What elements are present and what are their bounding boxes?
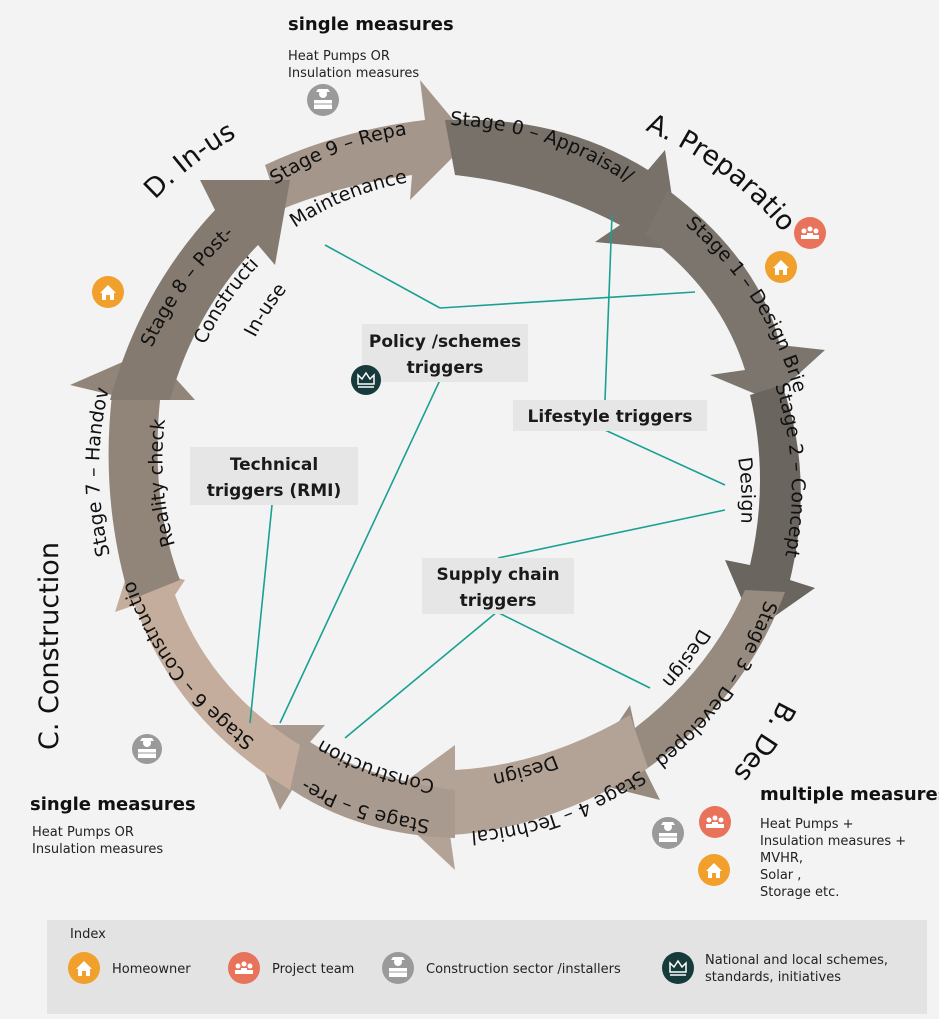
project-team-icon — [699, 806, 731, 838]
phase-d-label: D. In-use — [0, 0, 241, 205]
arrow-stage-0 — [445, 119, 680, 250]
homeowner-icon — [698, 854, 730, 886]
arrow-stage-7 — [70, 350, 195, 600]
cycle-ring — [70, 80, 825, 870]
policy-trigger-line-1: Policy /schemes — [369, 332, 521, 352]
connector-line — [344, 611, 498, 739]
index-legend-box — [47, 920, 927, 1014]
arrow-stage-9 — [265, 80, 470, 210]
connector-line — [324, 244, 441, 309]
crown-icon — [351, 365, 381, 395]
supply-chain-trigger-line-1: Supply chain — [436, 565, 559, 585]
left-note-line-1: Heat Pumps OR — [32, 825, 134, 840]
project-team-icon — [228, 952, 260, 984]
right-multiple-measures-note: multiple measures Heat Pumps + Insulatio… — [760, 784, 939, 900]
index-legend: Index Homeowner Project team Constructio… — [47, 920, 927, 1014]
legend-project-team-label: Project team — [272, 962, 354, 977]
connector-line — [249, 504, 273, 724]
connector-line — [604, 214, 613, 401]
connector-line — [279, 379, 441, 724]
arrow-stage-1 — [645, 190, 825, 400]
construction-worker-icon — [382, 952, 414, 984]
legend-homeowner-label: Homeowner — [112, 962, 191, 977]
right-note-line-1: Heat Pumps + — [760, 817, 854, 832]
lifestyle-trigger-text: Lifestyle triggers — [528, 407, 693, 427]
supply-chain-trigger-line-2: triggers — [460, 591, 537, 611]
legend-construction-label: Construction sector /installers — [426, 962, 621, 977]
lifestyle-trigger: Lifestyle triggers — [513, 400, 707, 431]
legend-national-label-2: standards, initiatives — [705, 970, 841, 985]
project-team-icon — [794, 217, 826, 249]
connector-line — [496, 611, 651, 689]
lifestyle-trigger-box — [513, 400, 707, 431]
homeowner-icon — [765, 251, 797, 283]
construction-worker-icon — [652, 817, 684, 849]
phase-c-label: C. Construction — [34, 542, 65, 750]
top-single-measures-note: single measures Heat Pumps OR Insulation… — [288, 14, 454, 81]
arrow-stage-6 — [115, 565, 300, 790]
right-note-line-2: Insulation measures + — [760, 834, 906, 849]
left-single-measures-note: single measures Heat Pumps OR Insulation… — [30, 794, 196, 857]
arrow-stage-2 — [725, 385, 815, 630]
connector-line — [497, 509, 726, 559]
stage-7-label: Stage 7 – Handover — [0, 0, 115, 559]
technical-trigger-line-1: Technical — [230, 455, 318, 475]
trigger-connectors — [249, 214, 726, 739]
policy-trigger-line-2: triggers — [407, 358, 484, 378]
top-note-line-1: Heat Pumps OR — [288, 49, 390, 64]
technical-trigger-box — [190, 447, 358, 505]
right-note-line-5: Storage etc. — [760, 885, 839, 900]
supply-chain-trigger-box — [422, 558, 574, 614]
stage-7-sub-label: Reality checks — [0, 0, 180, 550]
stage-8-sub-label-2: In-use — [240, 279, 291, 340]
right-note-line-3: MVHR, — [760, 851, 803, 866]
stage-2-sub-label: Design — [733, 456, 759, 524]
top-note-title: single measures — [288, 14, 454, 35]
index-title: Index — [70, 927, 106, 942]
supply-chain-trigger: Supply chain triggers — [422, 558, 574, 614]
connector-line — [439, 291, 696, 309]
technical-trigger-line-2: triggers (RMI) — [207, 481, 342, 501]
policy-trigger-box — [362, 324, 528, 382]
homeowner-icon — [92, 276, 124, 308]
arrow-stage-8 — [110, 180, 290, 400]
stage-8-sub-label-1: Construction — [0, 0, 263, 347]
crown-icon — [662, 952, 694, 984]
legend-national-label-1: National and local schemes, — [705, 953, 888, 968]
connector-line — [604, 429, 726, 486]
left-note-line-2: Insulation measures — [32, 842, 163, 857]
top-note-line-2: Insulation measures — [288, 66, 419, 81]
left-note-title: single measures — [30, 794, 196, 815]
right-note-title: multiple measures — [760, 784, 939, 805]
construction-worker-icon — [132, 734, 162, 764]
construction-worker-icon — [307, 84, 339, 116]
technical-trigger: Technical triggers (RMI) — [190, 447, 358, 505]
homeowner-icon — [68, 952, 100, 984]
right-note-line-4: Solar , — [760, 868, 801, 883]
policy-trigger: Policy /schemes triggers — [362, 324, 528, 382]
